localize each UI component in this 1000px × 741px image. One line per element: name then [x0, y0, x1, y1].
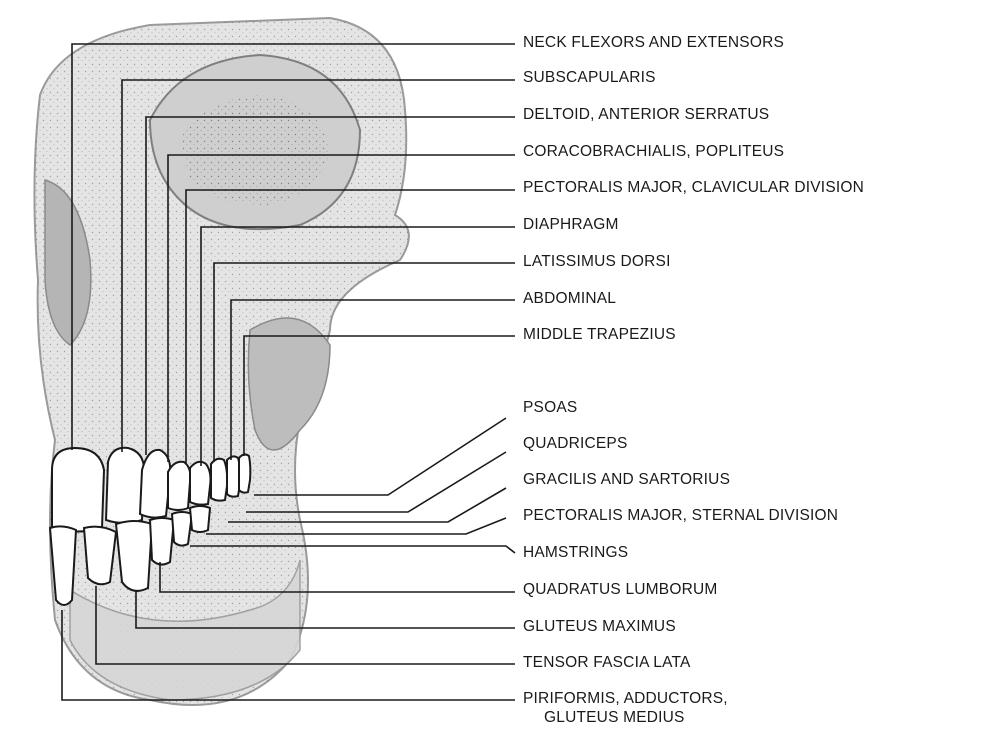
leader-hamstrings [190, 545, 516, 554]
label-quadratus-lumborum: QUADRATUS LUMBORUM [523, 581, 718, 598]
leader-pectoralis-clavicular [185, 189, 515, 464]
leader-quadriceps [246, 451, 507, 513]
label-quadriceps: QUADRICEPS [523, 435, 628, 452]
label-gracilis-and-sartorius: GRACILIS AND SARTORIUS [523, 471, 731, 488]
mandible-lower [69, 559, 301, 701]
lower-premolar-2 [170, 511, 194, 547]
leader-tensor-fascia [95, 586, 515, 665]
upper-central-incisor [51, 446, 106, 533]
upper-molar-3 [238, 453, 252, 494]
label-psoas: PSOAS [523, 399, 578, 416]
leader-middle-trapezius [243, 335, 515, 456]
label-tensor-fascia-lata: TENSOR FASCIA LATA [523, 654, 691, 671]
lower-lateral-incisor [82, 525, 118, 586]
label-middle-trapezius: MIDDLE TRAPEZIUS [523, 326, 676, 343]
label-pectoralis-major-clavicular: PECTORALIS MAJOR, CLAVICULAR DIVISION [523, 179, 865, 196]
label-gluteus-medius: GLUTEUS MEDIUS [544, 709, 685, 726]
leader-piriformis [61, 610, 515, 701]
label-latissimus-dorsi: LATISSIMUS DORSI [523, 253, 671, 270]
leader-latissimus [213, 262, 515, 462]
lower-premolar-1 [148, 517, 176, 566]
leader-subscapularis [121, 79, 515, 452]
lower-canine [114, 520, 154, 592]
jaw-ramus [247, 317, 331, 451]
upper-premolar-1 [167, 460, 192, 511]
label-pectoralis-major-sternal: PECTORALIS MAJOR, STERNAL DIVISION [523, 507, 839, 524]
teeth-group [48, 446, 252, 606]
leader-lines [61, 43, 516, 701]
leader-gracilis [228, 487, 507, 523]
upper-canine [138, 448, 172, 519]
upper-premolar-2 [189, 460, 212, 506]
label-abdominal: ABDOMINAL [523, 290, 617, 307]
label-piriformis-adductors: PIRIFORMIS, ADDUCTORS, [523, 690, 728, 707]
label-deltoid-anterior-serratus: DELTOID, ANTERIOR SERRATUS [523, 106, 770, 123]
label-diaphragm: DIAPHRAGM [523, 216, 619, 233]
upper-molar-1 [210, 457, 229, 502]
label-gluteus-maximus: GLUTEUS MAXIMUS [523, 618, 676, 635]
lower-molar-1 [188, 505, 212, 533]
leader-pectoralis-sternal [206, 517, 507, 535]
label-coracobrachialis-popliteus: CORACOBRACHIALIS, POPLITEUS [523, 143, 785, 160]
leader-gluteus-maximus [135, 590, 515, 629]
leader-neck-flexors [71, 43, 515, 450]
skull-illustration [33, 16, 410, 706]
leader-quadratus [159, 562, 515, 593]
upper-lateral-incisor [104, 446, 146, 524]
label-hamstrings: HAMSTRINGS [523, 544, 629, 561]
leader-deltoid [145, 116, 515, 455]
lower-central-incisor [48, 525, 78, 606]
leader-psoas [254, 417, 507, 496]
leader-abdominal [230, 299, 515, 460]
label-neck-flexors-and-extensors: NECK FLEXORS AND EXTENSORS [523, 34, 785, 51]
leader-diaphragm [200, 226, 515, 466]
label-subscapularis: SUBSCAPULARIS [523, 69, 656, 86]
leader-coracobrachialis [167, 154, 515, 462]
orbit-inner [180, 95, 330, 205]
